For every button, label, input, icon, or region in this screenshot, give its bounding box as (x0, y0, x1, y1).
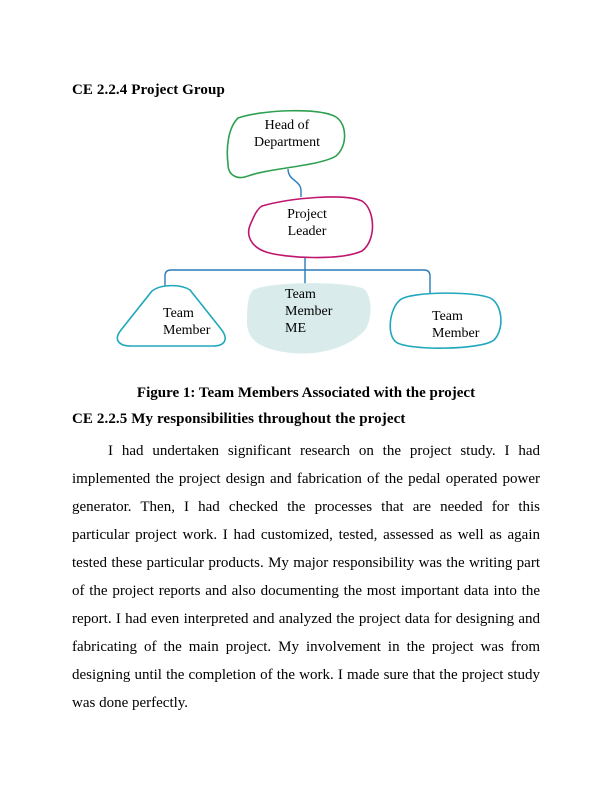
connector-head-to-leader (287, 168, 302, 197)
node-label-team-member-left: Team Member (163, 306, 211, 338)
node-label-team-member-right: Team Member (432, 309, 480, 341)
section-heading-project-group: CE 2.2.4 Project Group (72, 82, 225, 98)
node-label-team-member-me: Team Member ME (285, 287, 333, 336)
body-paragraph: I had undertaken significant research on… (72, 443, 540, 711)
figure-caption: Figure 1: Team Members Associated with t… (136, 385, 476, 401)
node-label-project-leader: Project Leader (287, 207, 327, 239)
node-label-head-of-department: Head of Department (253, 118, 321, 150)
section-heading-responsibilities: CE 2.2.5 My responsibilities throughout … (72, 411, 406, 427)
